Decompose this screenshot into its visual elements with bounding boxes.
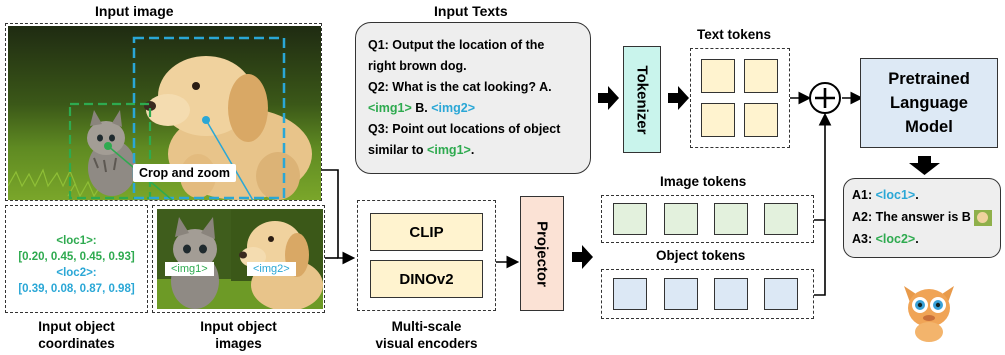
encoders-caption-line1: Multi-scale: [391, 319, 462, 334]
mascot-icon: [904, 286, 954, 342]
q3-line2: similar to <img1>.: [368, 140, 582, 161]
projector-label: Projector: [533, 220, 551, 287]
text-tokens-box: [690, 48, 790, 148]
input-image-photo: [8, 26, 321, 200]
tokenizer-to-tokens-block-arrow: [668, 86, 689, 110]
tokenizer-label: Tokenizer: [633, 65, 651, 134]
loc2-tag: <loc2>:: [56, 267, 97, 279]
a1-end: .: [915, 188, 919, 202]
dog-crop-photo: [231, 209, 323, 309]
q1-line1: Q1: Output the location of the: [368, 38, 545, 52]
answers-box: A1: <loc1>. A2: The answer is B A3: <loc…: [843, 178, 1001, 258]
input-image-title: Input image: [95, 3, 174, 19]
text-token: [744, 59, 778, 93]
q2-mid: B.: [411, 101, 432, 115]
dinov2-encoder: DINOv2: [370, 260, 483, 298]
loc1-value: [0.20, 0.45, 0.45, 0.93]: [18, 251, 135, 263]
crop-and-zoom-label: Crop and zoom: [133, 164, 236, 182]
object-images-box: <img1> <img2>: [152, 205, 325, 313]
object-token: [613, 278, 647, 310]
image-token: [764, 203, 798, 235]
object-tokens-title: Object tokens: [656, 248, 746, 263]
image-token: [714, 203, 748, 235]
q2-img2-tag: <img2>: [431, 101, 476, 115]
image-tokens-box: [601, 195, 814, 243]
object-images-caption-line1: Input object: [200, 319, 277, 334]
plus-sign: [815, 88, 835, 108]
texts-to-tokenizer-block-arrow: [598, 86, 619, 110]
q3-line1: Q3: Point out locations of object: [368, 122, 561, 136]
input-image-frame: Crop and zoom: [5, 23, 322, 201]
text-tokens-title: Text tokens: [697, 27, 772, 42]
loc1-tag: <loc1>:: [56, 235, 97, 247]
encoders-caption: Multi-scale visual encoders: [357, 318, 496, 352]
q2-line1: Q2: What is the cat looking? A.: [368, 80, 552, 94]
q1-line2: right brown dog.: [368, 59, 467, 73]
tokenizer-box: Tokenizer: [623, 46, 661, 153]
coordinates-caption-line2: coordinates: [38, 336, 115, 351]
object-images-caption: Input object images: [152, 318, 325, 352]
answer-a3: A3: <loc2>.: [852, 228, 1000, 250]
coordinates-caption-line1: Input object: [38, 319, 115, 334]
a3-prefix: A3:: [852, 232, 876, 246]
clip-encoder: CLIP: [370, 213, 483, 251]
object-token: [764, 278, 798, 310]
imagetokens-to-plus-line: [814, 112, 832, 221]
answer-a1: A1: <loc1>.: [852, 184, 1000, 206]
cat-crop-photo: [157, 209, 233, 309]
object-token: [714, 278, 748, 310]
image-to-encoder-line: [322, 169, 356, 265]
a1-tag: <loc1>: [875, 188, 916, 202]
q3-img1-tag: <img1>: [427, 143, 471, 157]
q3-end: .: [470, 143, 475, 157]
q2-img1-tag: <img1>: [368, 101, 412, 115]
llm-line1: Pretrained: [888, 70, 970, 88]
a3-tag: <loc2>: [875, 232, 916, 246]
object-token: [664, 278, 698, 310]
llm-line2: Language: [890, 94, 968, 112]
coordinates-box: <loc1>: [0.20, 0.45, 0.45, 0.93] <loc2>:…: [5, 205, 148, 313]
coordinates-caption: Input object coordinates: [5, 318, 148, 352]
encoders-box: CLIP DINOv2: [357, 200, 496, 311]
llm-to-answers-block-arrow: [909, 156, 940, 175]
llm-line3: Model: [905, 118, 953, 136]
projector-to-image-tokens-block-arrow: [572, 245, 593, 269]
image-token: [613, 203, 647, 235]
input-texts-title: Input Texts: [434, 3, 508, 19]
img2-label: <img2>: [247, 262, 296, 276]
object-tokens-box: [601, 269, 814, 319]
projector-box: Projector: [520, 196, 564, 311]
a2-text: A2: The answer is B: [852, 210, 971, 224]
llm-box: Pretrained Language Model: [860, 58, 998, 148]
a1-prefix: A1:: [852, 188, 876, 202]
encoders-caption-line2: visual encoders: [375, 336, 478, 351]
text-token: [701, 59, 735, 93]
image-tokens-title: Image tokens: [660, 174, 747, 189]
img1-label: <img1>: [165, 262, 214, 276]
dog-thumbnail-icon: [974, 209, 993, 226]
q2-line2: <img1> B. <img2>: [368, 98, 582, 119]
input-texts-box: Q1: Output the location of the right bro…: [355, 22, 591, 174]
text-token: [701, 103, 735, 137]
image-token: [664, 203, 698, 235]
q3-prefix: similar to: [368, 143, 428, 157]
loc2-value: [0.39, 0.08, 0.87, 0.98]: [18, 283, 135, 295]
text-token: [744, 103, 778, 137]
a3-end: .: [915, 232, 919, 246]
answer-a2: A2: The answer is B: [852, 206, 1000, 228]
object-images-caption-line2: images: [215, 336, 262, 351]
objecttokens-to-plus-line: [814, 220, 826, 296]
